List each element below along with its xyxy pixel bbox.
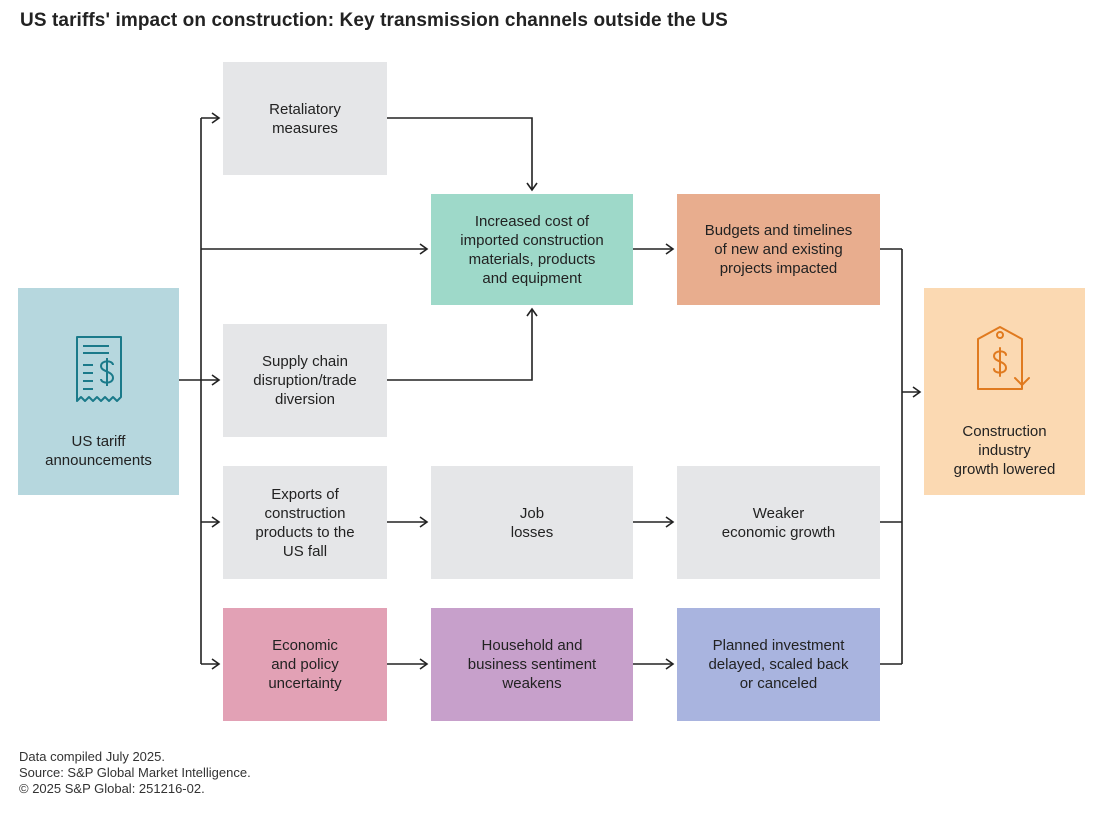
node-retaliatory-measures: Retaliatory measures (223, 62, 387, 175)
node-economic-policy-uncertainty: Economic and policy uncertainty (223, 608, 387, 721)
node-label-source: US tariff announcements (45, 432, 152, 469)
node-exports-fall: Exports of construction products to the … (223, 466, 387, 579)
node-budgets-timelines: Budgets and timelines of new and existin… (677, 194, 880, 305)
footer-data-compiled: Data compiled July 2025. (19, 749, 165, 764)
footer-notes: Data compiled July 2025. Source: S&P Glo… (19, 749, 251, 797)
node-us-tariff-announcements: US tariff announcements (18, 288, 179, 495)
node-planned-investment: Planned investment delayed, scaled back … (677, 608, 880, 721)
price-tag-down-icon (972, 304, 1038, 400)
node-job-losses: Job losses (431, 466, 633, 579)
node-weaker-economic-growth: Weaker economic growth (677, 466, 880, 579)
connector-supply-cost (387, 307, 538, 381)
connector-retaliatory-cost (387, 117, 538, 192)
tariff-document-icon (69, 314, 129, 414)
page-title: US tariffs' impact on construction: Key … (20, 10, 728, 31)
node-increased-cost: Increased cost of imported construction … (431, 194, 633, 305)
footer-source: Source: S&P Global Market Intelligence. (19, 765, 251, 780)
node-supply-chain-disruption: Supply chain disruption/trade diversion (223, 324, 387, 437)
node-sentiment-weakens: Household and business sentiment weakens (431, 608, 633, 721)
node-label-outcome: Construction industry growth lowered (953, 423, 1056, 478)
footer-copyright: © 2025 S&P Global: 251216-02. (19, 781, 205, 796)
node-construction-growth-lowered: Construction industry growth lowered (924, 288, 1085, 495)
